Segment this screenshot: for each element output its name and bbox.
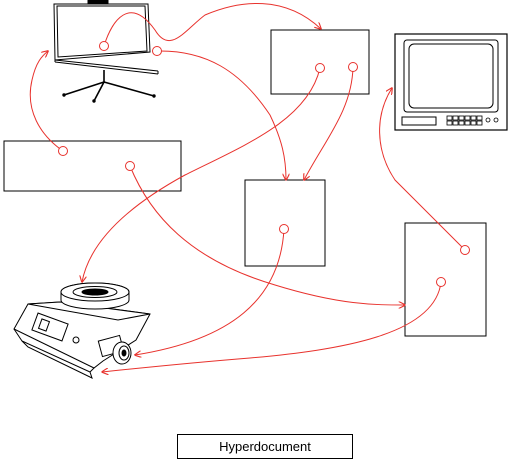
link-anchor[interactable] bbox=[152, 46, 162, 56]
crt-monitor-icon bbox=[394, 33, 508, 131]
link-box-a-to-box-b-2 bbox=[304, 66, 354, 180]
link-anchor[interactable] bbox=[279, 224, 289, 234]
link-anchor[interactable] bbox=[99, 41, 109, 51]
link-box-a-to-projector bbox=[82, 67, 321, 282]
link-anchor[interactable] bbox=[58, 146, 68, 156]
link-box-a-to-box-b-1 bbox=[156, 50, 286, 180]
link-box-c-to-monitor bbox=[379, 88, 466, 251]
caption-label: Hyperdocument bbox=[219, 439, 311, 454]
link-box-d-to-screen bbox=[29, 51, 64, 152]
link-anchor[interactable] bbox=[436, 277, 446, 287]
document-box-d bbox=[3, 140, 182, 192]
document-box-b bbox=[244, 179, 326, 267]
link-screen-to-box-a bbox=[103, 3, 321, 47]
document-box-a bbox=[270, 29, 370, 95]
link-anchor[interactable] bbox=[125, 161, 135, 171]
projection-screen-icon bbox=[53, 0, 159, 103]
document-box-c bbox=[404, 222, 487, 337]
link-box-b-to-projector bbox=[135, 228, 285, 355]
link-anchor[interactable] bbox=[348, 62, 358, 72]
link-box-d-to-box-c bbox=[129, 165, 405, 305]
link-anchor[interactable] bbox=[460, 245, 470, 255]
link-box-c-to-projector bbox=[102, 281, 442, 372]
link-anchor[interactable] bbox=[315, 63, 325, 73]
slide-projector-icon bbox=[13, 282, 151, 379]
caption-box: Hyperdocument bbox=[177, 434, 353, 459]
